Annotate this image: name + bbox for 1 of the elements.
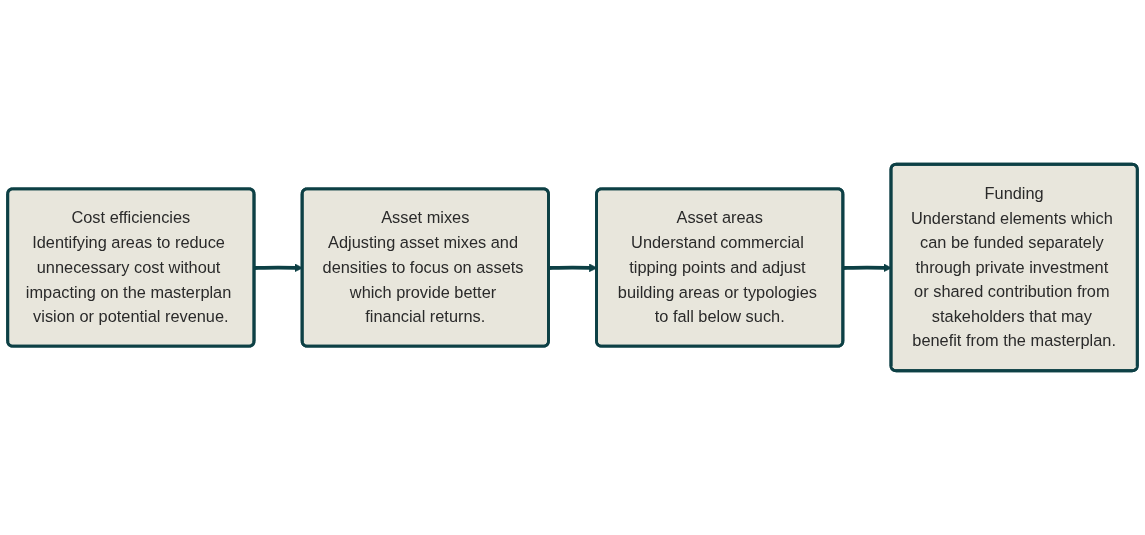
- arrow: [254, 263, 303, 273]
